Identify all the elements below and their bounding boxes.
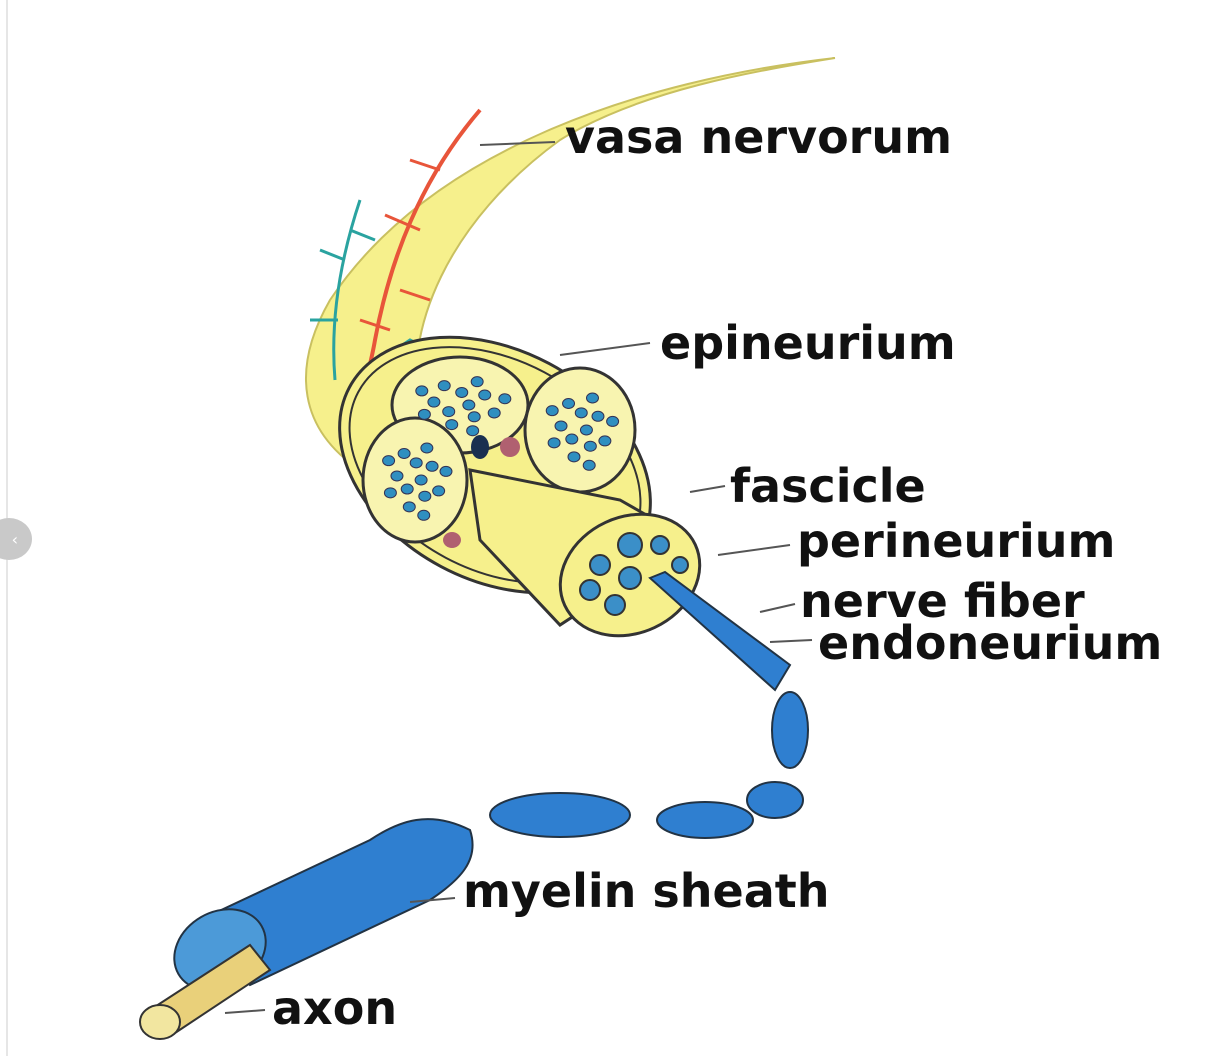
fiber-dot <box>425 460 439 472</box>
fiber-dot <box>606 415 620 427</box>
fiber-dot <box>383 487 397 499</box>
label-endoneurium: endoneurium <box>818 616 1163 670</box>
label-epineurium: epineurium <box>660 316 956 370</box>
fiber-dot <box>445 419 459 431</box>
fiber-dot <box>466 425 480 437</box>
fiber-dot <box>598 435 612 447</box>
fiber-dot <box>498 393 512 405</box>
fiber-dot <box>390 470 404 482</box>
label-myelin-sheath: myelin sheath <box>463 864 830 918</box>
fiber-dot <box>437 380 451 392</box>
fiber-dot <box>574 407 588 419</box>
fiber-dot <box>547 437 561 449</box>
fiber-dot <box>487 407 501 419</box>
leader-lines <box>224 141 813 1014</box>
fiber-dot <box>545 405 559 417</box>
label-fascicle: fascicle <box>730 459 926 513</box>
fiber-dot <box>583 440 597 452</box>
fiber-dot <box>417 408 431 420</box>
fiber-dot <box>432 485 446 497</box>
fiber-dot <box>582 459 596 471</box>
label-perineurium: perineurium <box>797 514 1116 568</box>
fiber-dot <box>397 447 411 459</box>
fiber-dot <box>478 389 492 401</box>
label-nerve-fiber: nerve fiber <box>800 574 1085 628</box>
fiber-dot <box>415 385 429 397</box>
fiber-dot <box>554 420 568 432</box>
fiber-dot <box>409 457 423 469</box>
fiber-dot <box>455 386 469 398</box>
fiber-dot <box>579 424 593 436</box>
fiber-dot <box>467 411 481 423</box>
chevron-left-icon: ‹ <box>11 529 18 549</box>
fiber-dot <box>418 490 432 502</box>
fiber-dot <box>402 501 416 513</box>
fiber-dot <box>470 376 484 388</box>
fiber-dot <box>420 442 434 454</box>
fiber-dot <box>562 397 576 409</box>
fiber-dot <box>414 474 428 486</box>
fiber-dot <box>439 465 453 477</box>
fiber-dot <box>400 483 414 495</box>
label-axon: axon <box>272 981 398 1035</box>
fiber-dot <box>591 410 605 422</box>
nerve-fiber <box>173 570 809 992</box>
fiber-dot <box>417 509 431 521</box>
label-vasa-nervorum: vasa nervorum <box>565 110 953 164</box>
fiber-dot <box>382 455 396 467</box>
fiber-dot <box>427 396 441 408</box>
fiber-dot <box>565 433 579 445</box>
fiber-dot <box>462 399 476 411</box>
fiber-dot <box>585 392 599 404</box>
fiber-dot <box>442 406 456 418</box>
fiber-dot <box>567 451 581 463</box>
